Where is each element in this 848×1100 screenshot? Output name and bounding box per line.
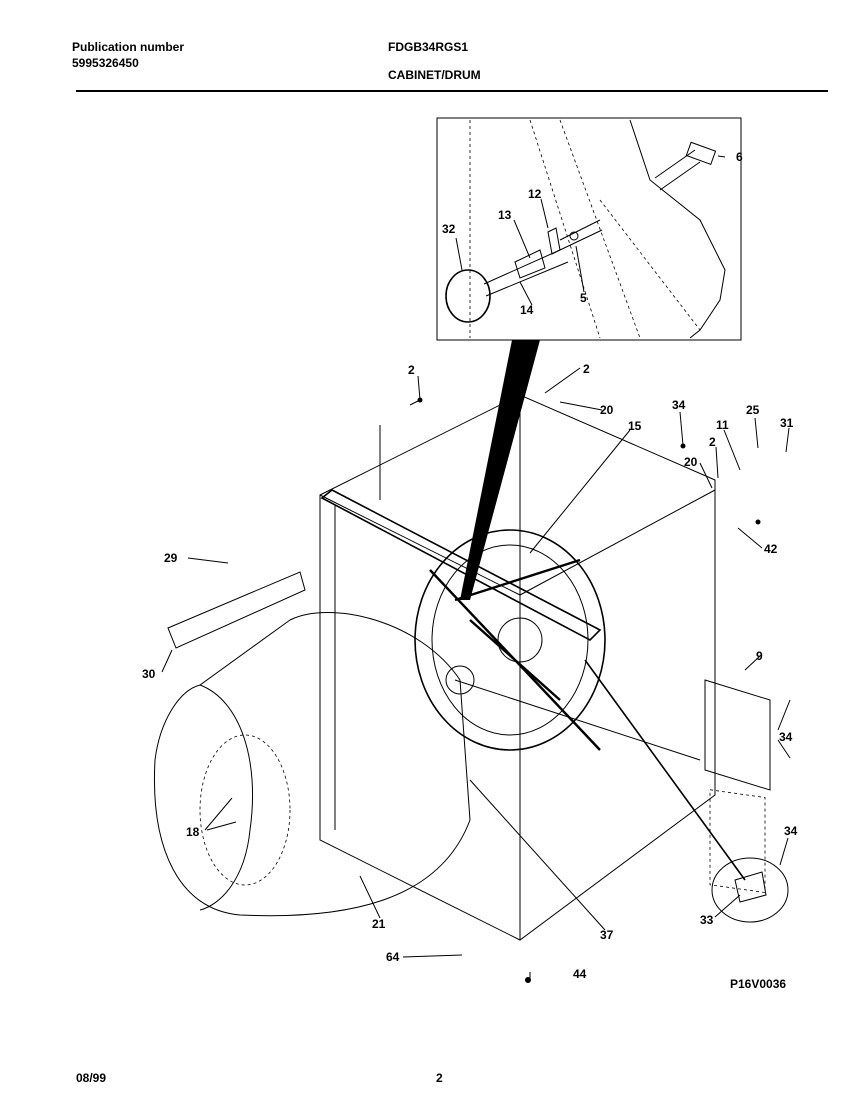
callout-34-top: 34	[672, 398, 686, 412]
callout-32: 32	[442, 222, 456, 236]
callout-13: 13	[498, 208, 512, 222]
callout-12: 12	[528, 187, 542, 201]
callout-34-bottom: 34	[784, 824, 798, 838]
callout-18: 18	[186, 825, 200, 839]
inset-pointer	[460, 340, 540, 600]
callout-64: 64	[386, 950, 400, 964]
callout-33: 33	[700, 913, 714, 927]
callout-2-top: 2	[583, 362, 590, 376]
drum-assembly	[153, 529, 789, 923]
section-title: CABINET/DRUM	[388, 68, 481, 82]
callout-30: 30	[142, 667, 156, 681]
callout-37: 37	[600, 928, 614, 942]
cabinet	[319, 394, 771, 941]
footer-date: 08/99	[76, 1071, 107, 1085]
callout-2-top-left: 2	[408, 363, 415, 377]
callout-31: 31	[780, 416, 794, 430]
callout-44: 44	[573, 967, 587, 981]
publication-number-value: 5995326450	[72, 56, 139, 70]
callout-5: 5	[580, 291, 587, 305]
callout-34-right: 34	[779, 730, 793, 744]
model-number: FDGB34RGS1	[388, 40, 469, 54]
header-rule	[76, 90, 828, 92]
callout-29: 29	[164, 551, 178, 565]
callout-21: 21	[372, 917, 386, 931]
callout-6: 6	[736, 150, 743, 164]
callout-9: 9	[756, 649, 763, 663]
publication-number-label: Publication number	[72, 40, 185, 54]
drawing-code: P16V0036	[730, 977, 786, 991]
callout-20-top: 20	[600, 403, 614, 417]
callout-25: 25	[746, 403, 760, 417]
callout-15: 15	[628, 419, 642, 433]
callout-42: 42	[764, 542, 778, 556]
footer-page-number: 2	[436, 1071, 443, 1085]
callout-20-right: 20	[684, 455, 698, 469]
inset-detail	[436, 117, 742, 341]
callout-14: 14	[520, 303, 534, 317]
callout-11: 11	[716, 418, 729, 432]
callout-2-right: 2	[709, 435, 716, 449]
